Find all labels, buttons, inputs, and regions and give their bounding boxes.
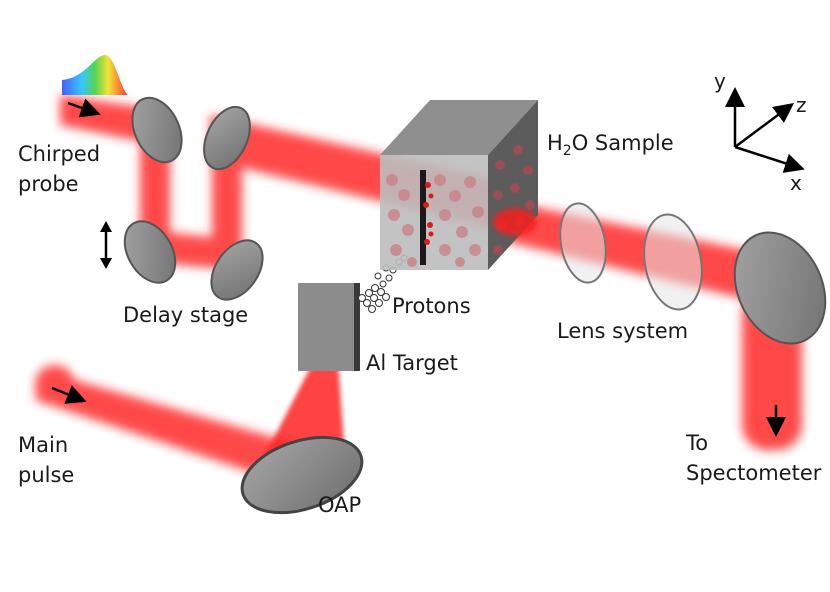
probe-mirror-2 bbox=[203, 105, 251, 171]
axis-label-y: y bbox=[714, 69, 726, 93]
label-pulse: pulse bbox=[18, 463, 74, 487]
label-main: Main bbox=[18, 433, 68, 457]
proton-hits bbox=[423, 182, 434, 245]
output-mirror bbox=[733, 231, 827, 345]
delay-mirror-1 bbox=[123, 220, 177, 284]
delay-mirror-2 bbox=[210, 239, 264, 301]
probe-direction-arrow-icon bbox=[67, 98, 101, 118]
lens-1 bbox=[559, 202, 607, 284]
label-to: To bbox=[685, 431, 708, 455]
label-probe: probe bbox=[18, 172, 79, 196]
coordinate-axes bbox=[725, 87, 805, 173]
label-h2o-prefix: H bbox=[547, 131, 563, 155]
label-h2o-sample: H2O Sample bbox=[547, 131, 674, 159]
axis-label-x: x bbox=[790, 171, 802, 195]
probe-mirror-1 bbox=[131, 96, 183, 164]
label-delay-stage: Delay stage bbox=[123, 303, 248, 327]
lens-2 bbox=[643, 213, 703, 311]
water-molecules bbox=[386, 174, 484, 267]
label-spectometer: Spectometer bbox=[686, 461, 822, 485]
delay-stage-double-arrow-icon bbox=[100, 221, 112, 269]
label-protons: Protons bbox=[392, 294, 471, 318]
axis-label-z: z bbox=[796, 93, 807, 117]
label-h2o-suffix: O Sample bbox=[572, 131, 674, 155]
h2o-sample-cube bbox=[380, 100, 538, 270]
beam-in-sample bbox=[493, 208, 537, 236]
label-lens-system: Lens system bbox=[557, 319, 688, 343]
main-direction-arrow-icon bbox=[51, 385, 87, 404]
label-h2o-subscript: 2 bbox=[563, 143, 572, 159]
chirped-pulse-spectrum-icon bbox=[62, 55, 128, 95]
label-chirped: Chirped bbox=[18, 142, 100, 166]
oap-mirror bbox=[240, 435, 364, 515]
label-al-target: Al Target bbox=[366, 351, 458, 375]
label-oap: OAP bbox=[318, 493, 361, 517]
al-target bbox=[298, 283, 360, 371]
